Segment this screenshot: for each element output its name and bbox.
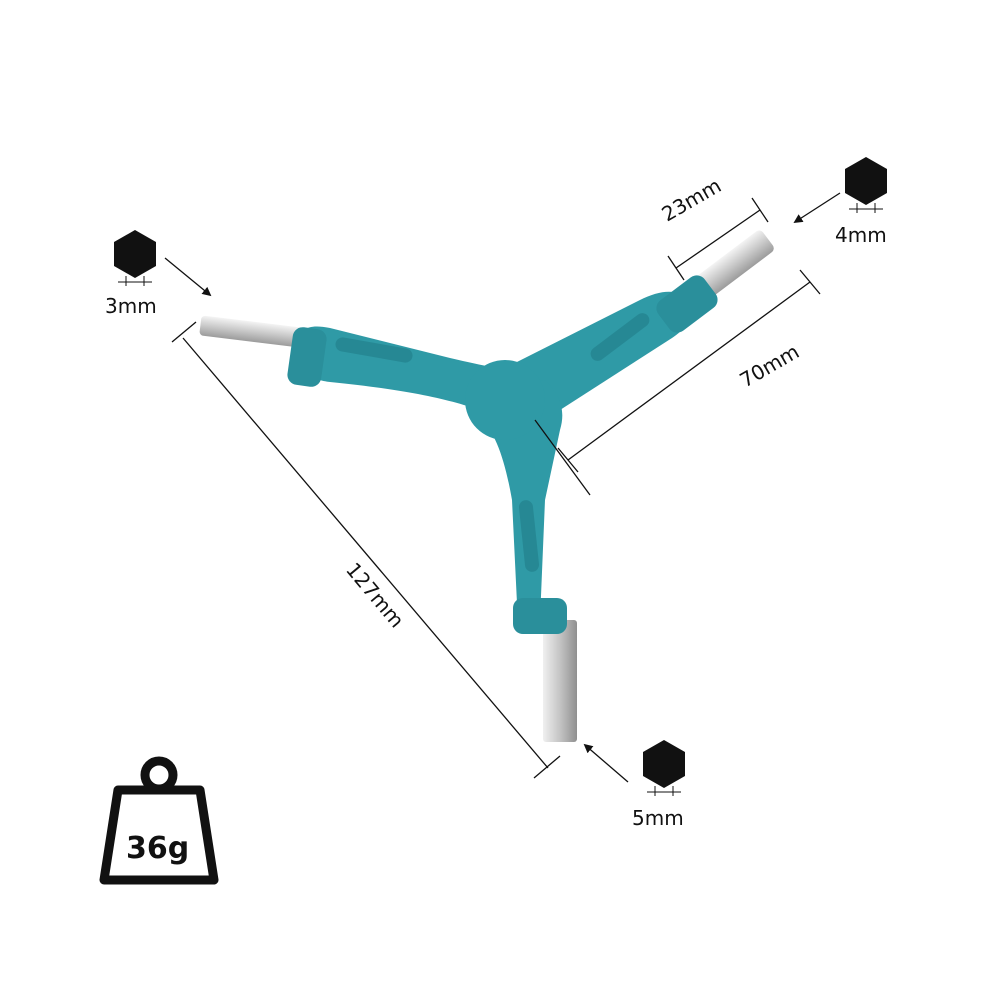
hex-label-3mm: 3mm <box>105 294 157 318</box>
grip-left <box>335 337 413 363</box>
hex-icon <box>845 157 887 205</box>
dim-label-23mm: 23mm <box>658 173 726 226</box>
collar-bottom <box>513 598 567 634</box>
grip-bottom <box>518 500 540 572</box>
hex-bit-3mm <box>199 315 311 349</box>
hex-label-4mm: 4mm <box>835 223 887 247</box>
weight-value: 36g <box>126 831 189 866</box>
collar-right <box>656 275 718 333</box>
hex-icon <box>114 230 156 278</box>
dimension-lines <box>171 197 821 779</box>
hex-callout-3mm: 3mm <box>105 230 212 318</box>
weight-icon <box>99 756 219 885</box>
grip-right <box>590 313 650 361</box>
y-wrench <box>199 230 774 742</box>
collar-left <box>287 327 327 387</box>
hex-bit-5mm <box>543 620 577 742</box>
dim-label-127mm: 127mm <box>341 558 409 633</box>
dim-label-70mm: 70mm <box>736 339 804 392</box>
hex-label-5mm: 5mm <box>632 806 684 830</box>
arrow-icon <box>583 743 629 783</box>
hex-callout-4mm: 4mm <box>793 157 887 247</box>
arrow-icon <box>164 257 212 297</box>
hex-icon <box>643 740 685 788</box>
weight-badge: 36g <box>99 756 219 885</box>
hex-callout-5mm: 5mm <box>583 740 685 830</box>
arrow-icon <box>793 192 841 223</box>
